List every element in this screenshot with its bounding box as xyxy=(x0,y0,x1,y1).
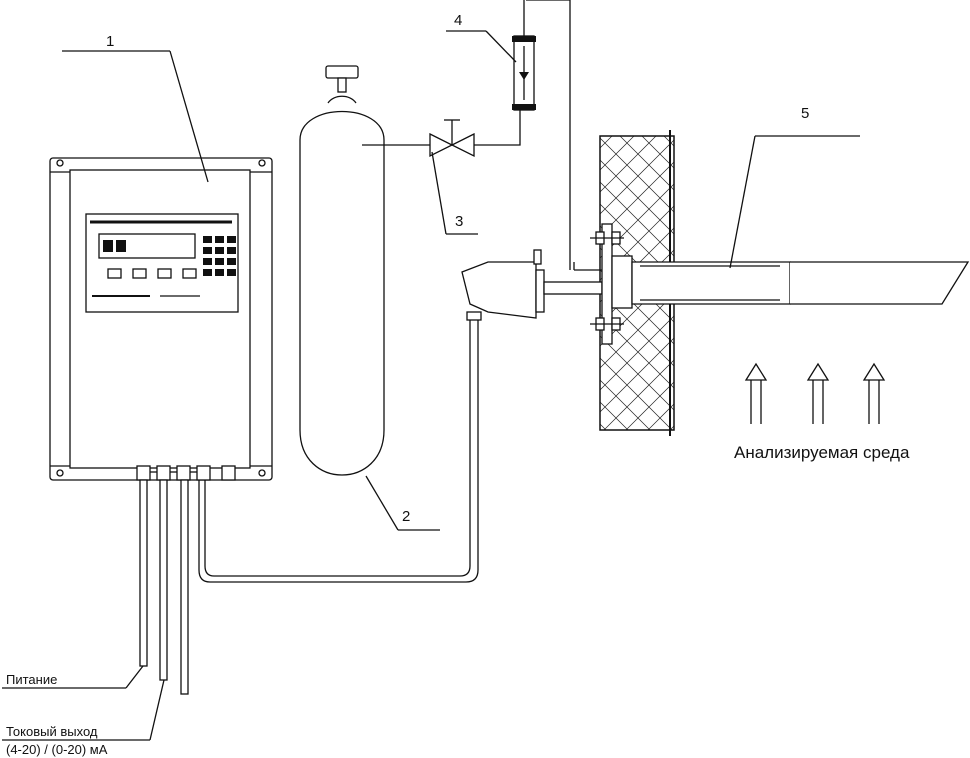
cable-glands xyxy=(136,465,236,481)
callout-3: 3 xyxy=(431,151,478,235)
flow-arrow xyxy=(862,362,886,424)
current-output-range: (4-20) / (0-20) мА xyxy=(6,742,108,757)
svg-text:3: 3 xyxy=(455,213,463,230)
current-output-cable xyxy=(159,479,189,695)
medium-label: Анализируемая среда xyxy=(734,443,910,462)
callout-4: 4 xyxy=(446,12,517,63)
gas-line xyxy=(362,0,571,270)
current-output-label: Токовый выход xyxy=(6,724,98,739)
analyzer-function-keys xyxy=(107,268,197,279)
power-label: Питание xyxy=(6,672,57,687)
analyzer-keypad xyxy=(203,236,236,276)
gas-cylinder xyxy=(299,65,385,476)
analyzer-front-panel xyxy=(85,213,239,313)
callout-1: 1 xyxy=(62,33,209,183)
power-cable xyxy=(139,479,148,667)
flowmeter xyxy=(512,0,536,111)
svg-text:5: 5 xyxy=(801,105,809,122)
needle-valve xyxy=(429,119,475,158)
svg-text:2: 2 xyxy=(402,508,410,525)
callout-5: 5 xyxy=(729,105,860,269)
current-output-label-group: Токовый выход (4-20) / (0-20) мА xyxy=(2,679,165,757)
svg-text:4: 4 xyxy=(454,12,462,29)
flow-arrow xyxy=(806,362,830,424)
svg-text:1: 1 xyxy=(106,33,114,50)
oxygen-probe xyxy=(461,223,970,345)
analyzer-display xyxy=(98,233,196,259)
flow-arrow xyxy=(744,362,768,424)
signal-cable xyxy=(198,311,482,583)
power-label-group: Питание xyxy=(2,665,144,689)
medium-flow-arrows: Анализируемая среда xyxy=(734,362,910,462)
callout-2: 2 xyxy=(365,475,440,531)
analyzer-unit xyxy=(49,157,273,695)
